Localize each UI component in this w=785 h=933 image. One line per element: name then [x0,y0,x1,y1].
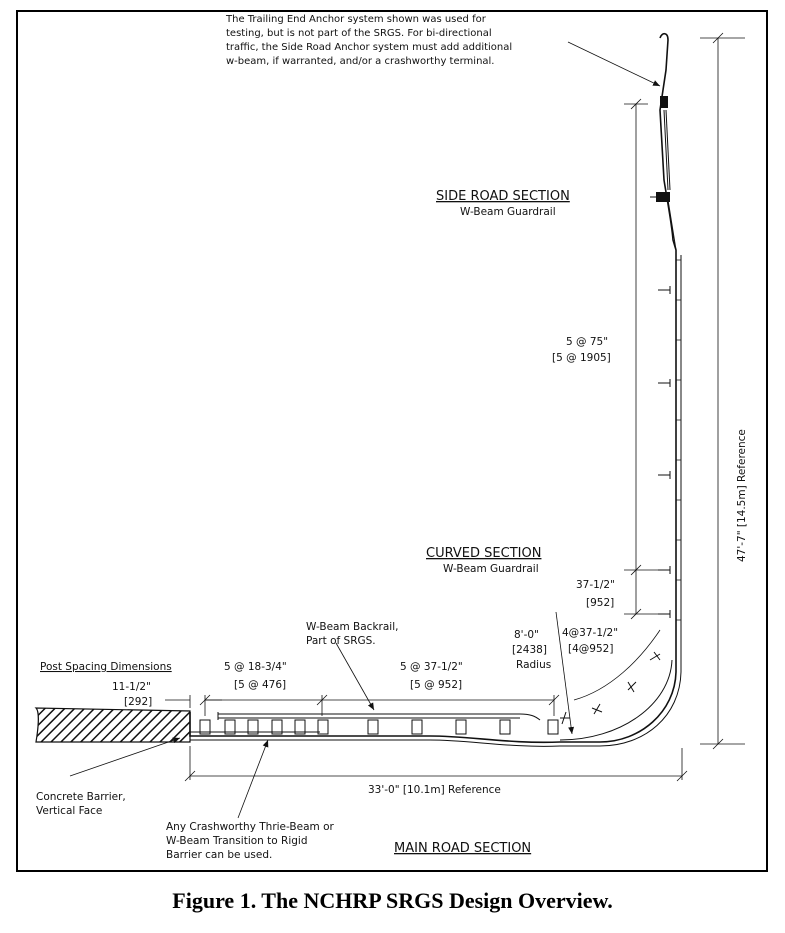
transition-label-1: Any Crashworthy Thrie-Beam or [166,821,335,833]
transition-label-2: W-Beam Transition to Rigid [166,835,308,847]
horizontal-reference-label: 33'-0" [10.1m] Reference [368,784,501,796]
first-gap-mm-label: [292] [124,696,152,708]
side-spacing-label: 5 @ 75" [566,336,608,348]
trans-spacing-label: 5 @ 18-3/4" [224,661,287,673]
side-road-posts [658,259,681,621]
note-line-3: traffic, the Side Road Anchor system mus… [226,42,512,53]
main-road-title: MAIN ROAD SECTION [394,841,531,856]
side-road-title: SIDE ROAD SECTION [436,189,570,204]
post-spacing-dimensions [165,694,560,716]
note-line-2: testing, but is not part of the SRGS. Fo… [226,28,492,39]
note-line-4: w-beam, if warranted, and/or a crashwort… [226,56,495,67]
w-beam-backrail [217,712,541,721]
main-spacing-mm-label: [5 @ 952] [410,679,462,691]
trailing-end-anchor [650,96,677,251]
first-gap-label: 11-1/2" [112,681,151,693]
post-spacing-title: Post Spacing Dimensions [40,661,172,673]
curved-subtitle: W-Beam Guardrail [443,563,539,575]
trans-spacing-mm-label: [5 @ 476] [234,679,286,691]
curved-title: CURVED SECTION [426,546,541,561]
curve-b-mm-label: [4@952] [568,643,613,655]
guardrail-rail [189,32,682,747]
main-spacing-label: 5 @ 37-1/2" [400,661,463,673]
curve-a-mm-label: [952] [586,597,614,609]
side-spacing-dimension [624,98,660,620]
backrail-label-2: Part of SRGS. [306,635,376,647]
radius-label-c: Radius [516,659,551,671]
barrier-label-2: Vertical Face [36,805,102,817]
radius-label-a: 8'-0" [514,629,539,641]
barrier-label-1: Concrete Barrier, [36,791,126,803]
side-spacing-mm-label: [5 @ 1905] [552,352,611,364]
horizontal-reference-dimension [184,746,688,782]
drawing-frame [16,10,768,872]
radius-label-b: [2438] [512,644,547,656]
curve-b-label: 4@37-1/2" [562,627,618,639]
curve-a-label: 37-1/2" [576,579,615,591]
side-road-subtitle: W-Beam Guardrail [460,206,556,218]
vertical-reference-dimension [700,32,745,750]
vertical-reference-label: 47'-7" [14.5m] Reference [736,429,748,562]
note-line-1: The Trailing End Anchor system shown was… [225,14,487,25]
curved-posts [560,651,661,725]
transition-label-3: Barrier can be used. [166,849,272,861]
leaders [69,41,661,819]
concrete-barrier [34,707,191,743]
figure-caption: Figure 1. The NCHRP SRGS Design Overview… [172,888,613,913]
radius-leader [555,611,661,735]
main-road-posts [199,719,559,735]
backrail-label-1: W-Beam Backrail, [306,621,398,633]
